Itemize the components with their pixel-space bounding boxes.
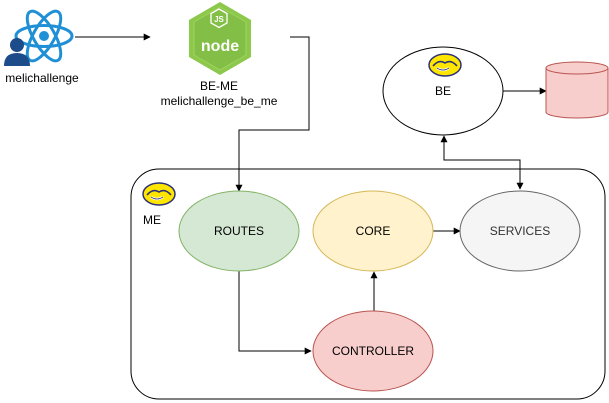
- user-icon: [4, 38, 30, 66]
- edge-routes-to-controller: [238, 271, 312, 355]
- mercadolibre-handshake-icon: [141, 181, 177, 207]
- services-label: SERVICES: [490, 224, 550, 238]
- be-label: BE: [435, 84, 451, 98]
- routes-node: [178, 190, 300, 272]
- be-me-subtitle: melichallenge_be_me: [161, 94, 278, 108]
- be-node: [382, 46, 504, 136]
- be-me-title: BE-ME: [200, 79, 238, 93]
- client-label: melichallenge: [5, 71, 79, 85]
- node-logo-text: node: [201, 38, 239, 55]
- services-node: [459, 190, 581, 272]
- me-container: [130, 168, 606, 400]
- core-label: CORE: [356, 224, 391, 238]
- routes-label: ROUTES: [214, 224, 264, 238]
- mercadolibre-handshake-icon: [427, 52, 463, 78]
- edge-be-me-to-routes: [235, 36, 310, 192]
- core-node: [312, 190, 434, 272]
- controller-label: CONTROLLER: [332, 344, 414, 358]
- node-logo-js: JS: [214, 15, 224, 24]
- database-cylinder-icon: [545, 61, 609, 119]
- nodejs-hexagon-icon: JS node: [189, 2, 251, 75]
- me-label: ME: [143, 213, 161, 227]
- edge-be-services-bidirectional: [440, 135, 524, 190]
- react-atom-with-user-icon: [4, 9, 74, 66]
- controller-node: [312, 310, 434, 392]
